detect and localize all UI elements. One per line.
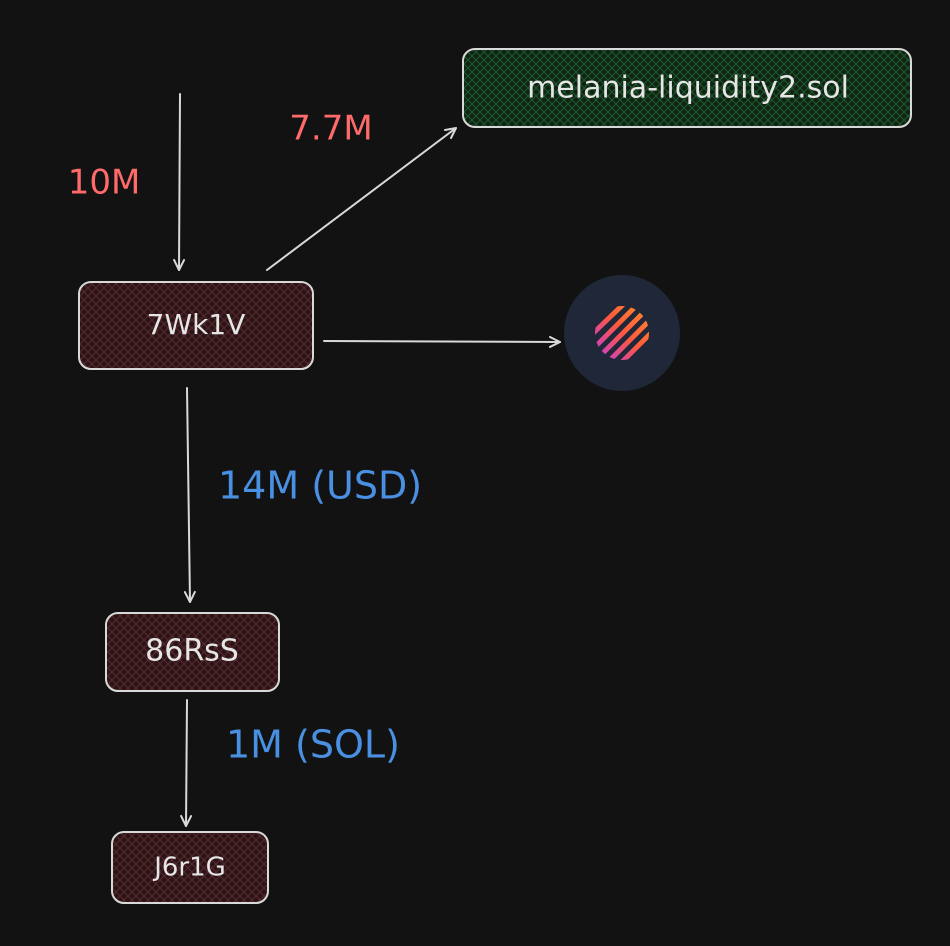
node-melania-liquidity[interactable]: melania-liquidity2.sol — [462, 48, 912, 128]
edge-to-melania — [266, 127, 457, 271]
node-j6r1g[interactable]: J6r1G — [111, 831, 269, 904]
node-label-melania: melania-liquidity2.sol — [527, 71, 849, 106]
edge-incoming — [173, 93, 186, 271]
edge-label-to-rss: 14M (USD) — [218, 464, 422, 508]
node-7wk1v[interactable]: 7Wk1V — [78, 281, 314, 370]
edge-to-j6r1g — [180, 699, 193, 827]
edge-label-incoming: 10M — [68, 163, 141, 203]
node-label-86rss: 86RsS — [145, 634, 239, 669]
edge-to-exchange — [323, 335, 561, 348]
edge-label-to-melania: 7.7M — [289, 109, 372, 149]
node-86rss[interactable]: 86RsS — [105, 612, 280, 692]
node-label-j6r1g: J6r1G — [152, 853, 226, 883]
jupiter-logo-icon[interactable] — [560, 270, 680, 391]
edge-to-rss — [183, 387, 196, 603]
node-label-7wk1v: 7Wk1V — [147, 308, 246, 341]
edge-label-to-j6r1g: 1M (SOL) — [226, 723, 400, 767]
